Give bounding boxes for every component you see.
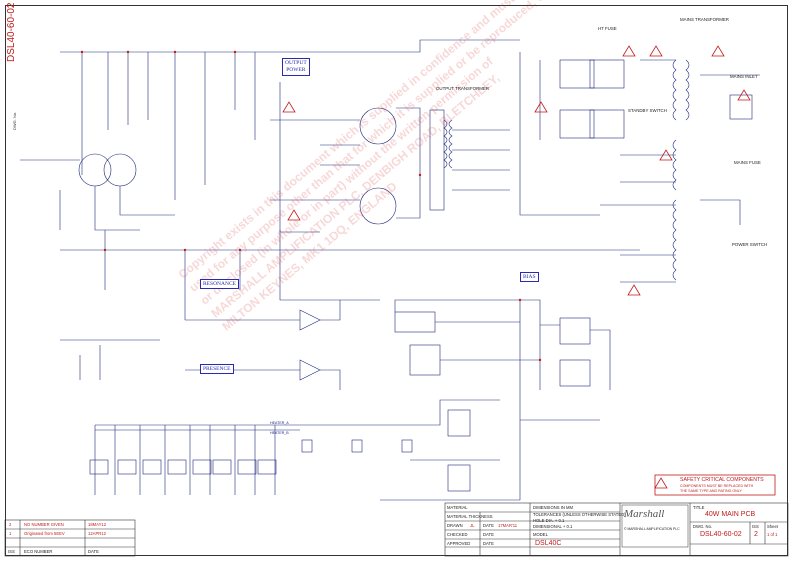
tb-title-value: 40W MAIN PCB	[705, 511, 756, 518]
tb-hole-dia: HOLE DIA. + 0.1	[533, 518, 565, 523]
tb-sheet-value: 1 of 1	[767, 532, 778, 537]
safety-critical-line1: COMPONENTS MUST BE REPLACED WITH	[680, 484, 754, 488]
tb-model-value: DSL40C	[535, 540, 562, 547]
tb-tolerances: TOLERANCES (UNLESS OTHERWISE STATED)	[533, 512, 626, 517]
tb-dimensions: DIMENSIONS IN MM	[533, 505, 574, 510]
tb-date-label: DATE	[483, 523, 494, 528]
heater-b-label: HEATER_B	[270, 431, 289, 435]
tb-drawn-by: JL	[470, 523, 475, 528]
rev-row-iss: 1	[9, 531, 12, 536]
tb-date-label: DATE	[483, 541, 494, 546]
tb-checked: CHECKED	[447, 532, 468, 537]
tb-title-label: TITLE	[693, 505, 705, 510]
tb-model-label: MODEL	[533, 532, 548, 537]
output-transformer-label: OUTPUT TRANSFORMER	[436, 86, 490, 91]
tb-date-value: 17MAR'11	[498, 523, 518, 528]
ht-fuse-label: HT FUSE	[598, 26, 617, 31]
tb-sheet-label: Sheet	[767, 524, 778, 529]
tb-material-thickness: MATERIAL THICKNESS	[447, 514, 493, 519]
rev-row-eco: NO NUMBER GIVEN	[24, 522, 64, 527]
standby-switch-label: STANDBY SWITCH	[628, 108, 667, 113]
mains-transformer-label: MAINS TRANSFORMER	[680, 17, 729, 22]
heater-a-label: HEATER_A	[270, 421, 289, 425]
mains-inlet-label: MAINS INLET	[730, 74, 758, 79]
rev-header-date: DATE	[88, 549, 99, 554]
power-switch-label: POWER SWITCH	[732, 242, 768, 247]
rev-header-eco: ECO NUMBER	[24, 549, 53, 554]
presence-label: PRESENCE	[200, 364, 234, 374]
tb-approved: APPROVED	[447, 541, 471, 546]
output-power-label-bottom: POWER	[286, 67, 306, 73]
tb-dwg-no-label: DWG. No.	[693, 524, 713, 529]
output-power-label: OUTPUT POWER	[282, 58, 310, 76]
safety-critical-line2: THE SAME TYPE AND RATING ONLY	[680, 489, 742, 493]
tb-iss-label: ISS	[752, 524, 759, 529]
safety-critical-title: SAFETY CRITICAL COMPONENTS	[680, 477, 764, 483]
tb-company: © MARSHALL AMPLIFICATION PLC	[624, 527, 680, 531]
resonance-label: RESONANCE	[200, 279, 240, 289]
rev-row-date: 12APR12	[88, 531, 106, 536]
bias-label: BIAS	[520, 272, 539, 282]
rev-row-eco: Originated from 5EEV	[24, 531, 65, 536]
output-power-label-top: OUTPUT	[285, 60, 307, 66]
mains-fuse-label: MAINS FUSE	[734, 160, 761, 165]
tb-date-label: DATE	[483, 532, 494, 537]
rev-row-iss: 2	[9, 522, 12, 527]
drawing-frame	[5, 5, 788, 556]
rev-row-date: 18MAY12	[88, 522, 107, 527]
tb-drawn: DRAWN	[447, 523, 463, 528]
tb-iss-value: 2	[754, 531, 758, 538]
tb-dwg-no-value: DSL40-60-02	[700, 531, 742, 538]
tb-dimensional: DIMENSIONAL + 0.1	[533, 524, 573, 529]
tb-material: MATERIAL	[447, 505, 468, 510]
marshall-logo: Marshall	[624, 508, 665, 520]
rev-header-iss: ISS	[8, 549, 15, 554]
